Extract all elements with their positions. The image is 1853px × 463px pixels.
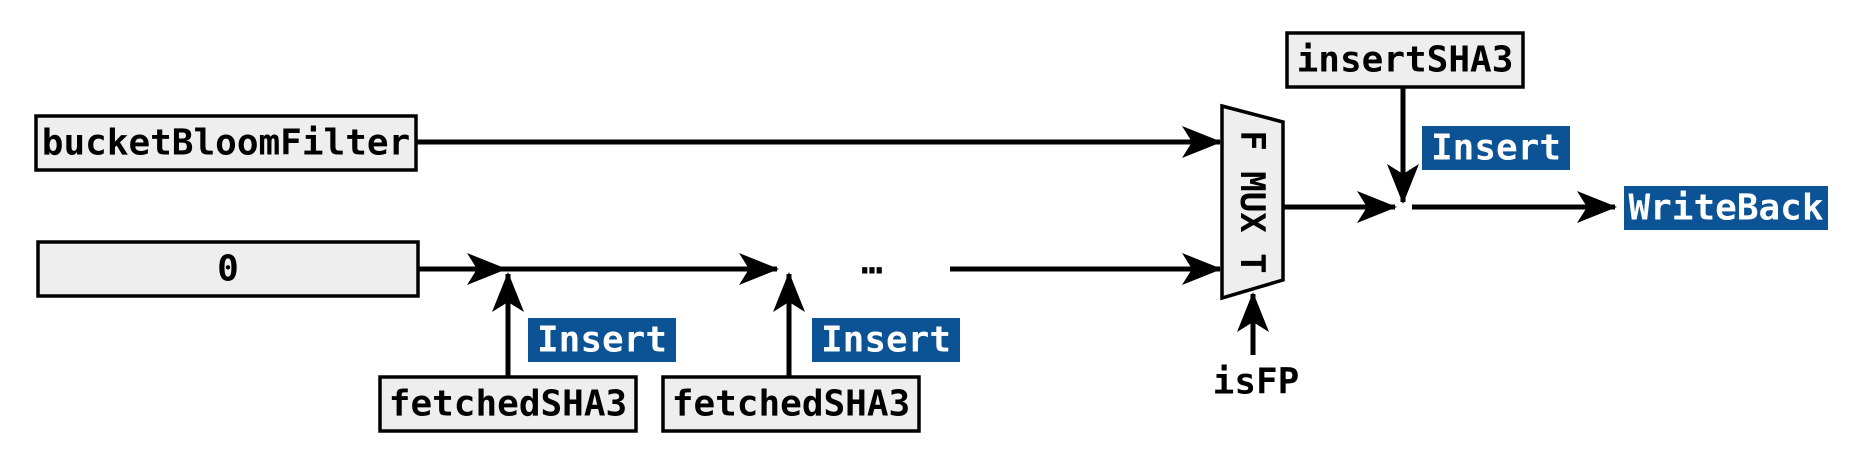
insert-tag-3: Insert <box>1422 126 1570 170</box>
is-fp-label: isFP <box>1213 362 1300 403</box>
ellipsis-text: … <box>861 242 883 283</box>
insert-tag-1-label: Insert <box>537 320 667 361</box>
mux: F MUX T <box>1220 103 1285 301</box>
insert-tag-2: Insert <box>812 318 960 362</box>
insert-tag-2-label: Insert <box>821 320 951 361</box>
bucket-bloom-filter-box: bucketBloomFilter <box>34 114 418 172</box>
insert-sha3-box: insertSHA3 <box>1285 31 1525 89</box>
insert-tag-1: Insert <box>528 318 676 362</box>
writeback-tag: WriteBack <box>1624 186 1828 230</box>
fetched-sha3-box-1: fetchedSHA3 <box>378 375 638 433</box>
mux-body <box>1220 103 1285 301</box>
insert-tag-3-label: Insert <box>1431 128 1561 169</box>
fetched-sha3-label-2: fetchedSHA3 <box>672 384 910 425</box>
mux-label: F MUX T <box>1232 130 1272 273</box>
fetched-sha3-box-2: fetchedSHA3 <box>661 375 921 433</box>
bucket-bloom-filter-label: bucketBloomFilter <box>42 123 410 164</box>
insert-sha3-label: insertSHA3 <box>1297 40 1514 81</box>
zero-box: 0 <box>36 240 420 298</box>
writeback-label: WriteBack <box>1628 188 1823 229</box>
zero-label: 0 <box>217 249 239 290</box>
fetched-sha3-label-1: fetchedSHA3 <box>389 384 627 425</box>
